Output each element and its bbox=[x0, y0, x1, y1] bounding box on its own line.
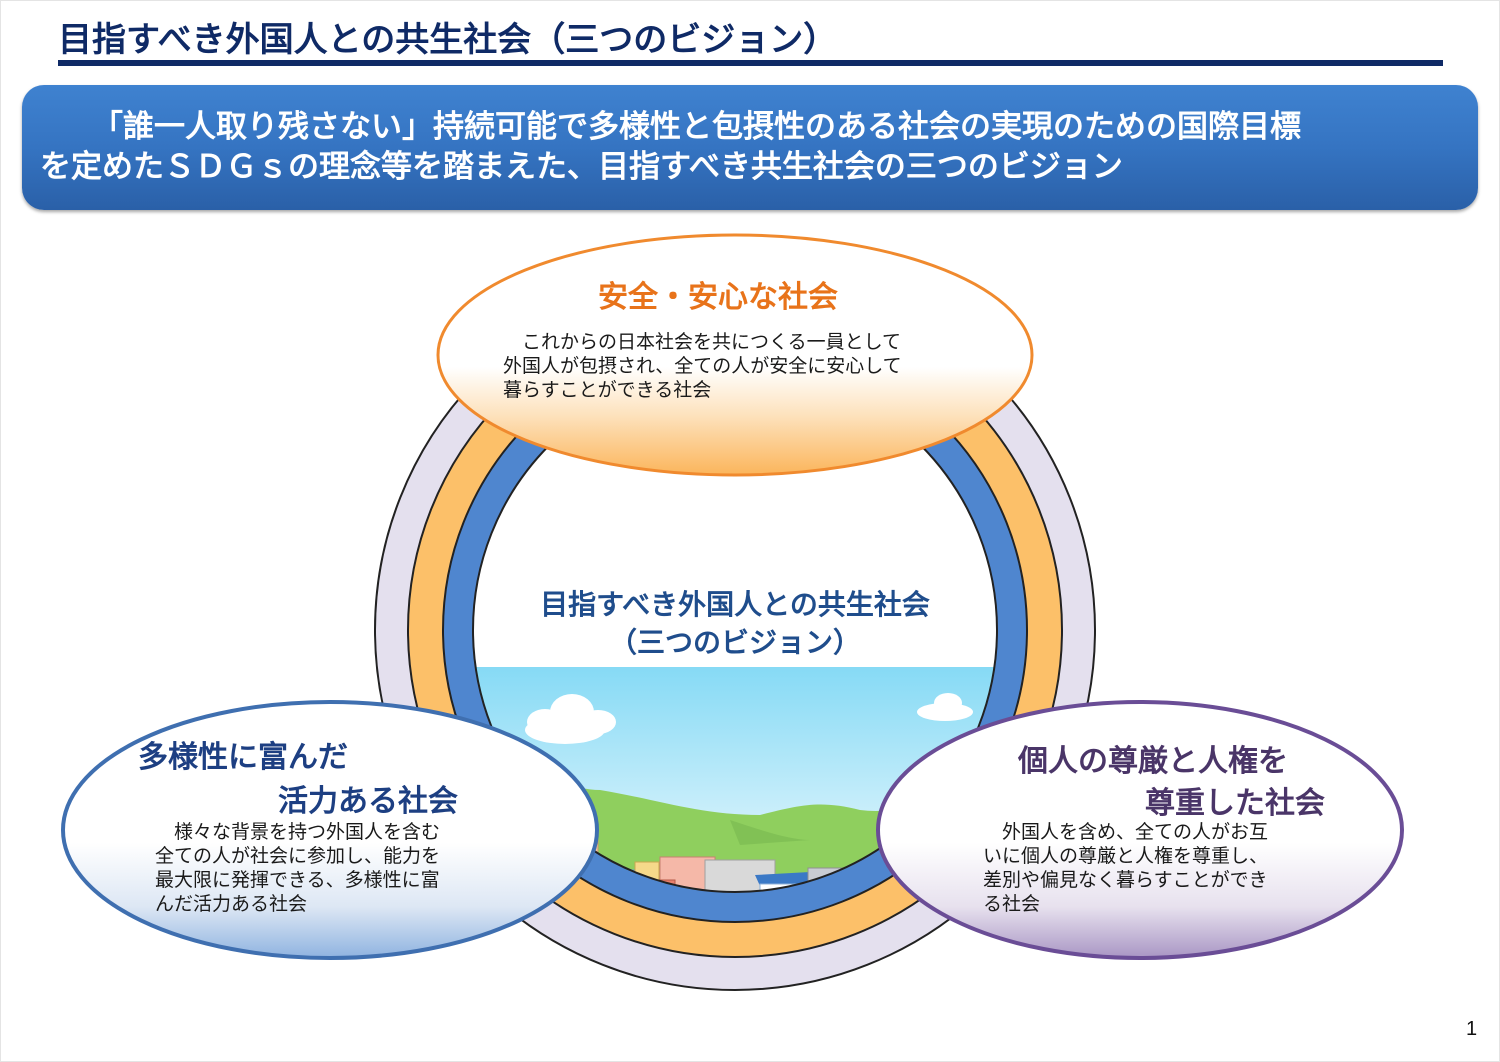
page-number: 1 bbox=[1466, 1018, 1478, 1040]
banner-line-1: 「誰一人取り残さない」持続可能で多様性と包摂性のある社会の実現のための国際目標 bbox=[92, 109, 1301, 145]
banner-text: 「誰一人取り残さない」持続可能で多様性と包摂性のある社会の実現のための国際目標 … bbox=[40, 107, 1460, 187]
vision-dignity-body-line: 外国人を含め、全ての人がお互 bbox=[983, 821, 1269, 843]
vision-diverse-body-line: んだ活力ある社会 bbox=[155, 893, 308, 915]
vision-diverse-body: 様々な背景を持つ外国人を含む 全ての人が社会に参加し、能力を 最大限に発揮できる… bbox=[155, 820, 440, 916]
page-title: 目指すべき外国人との共生社会（三つのビジョン） bbox=[58, 20, 838, 60]
vision-dignity-body-line: いに個人の尊厳と人権を尊重し、 bbox=[983, 845, 1269, 867]
vision-diverse-body-line: 最大限に発揮できる、多様性に富 bbox=[155, 869, 440, 891]
sdgs-banner: 「誰一人取り残さない」持続可能で多様性と包摂性のある社会の実現のための国際目標 … bbox=[22, 85, 1478, 210]
title-underline bbox=[58, 60, 1443, 66]
vision-diverse-body-line: 全ての人が社会に参加し、能力を bbox=[155, 845, 441, 867]
vision-dignity-body: 外国人を含め、全ての人がお互 いに個人の尊厳と人権を尊重し、 差別や偏見なく暮ら… bbox=[983, 820, 1268, 916]
vision-dignity-body-line: 差別や偏見なく暮らすことができ bbox=[983, 869, 1268, 891]
vision-dignity-body-line: る社会 bbox=[983, 893, 1041, 915]
center-title-line-1: 目指すべき外国人との共生社会 bbox=[540, 588, 930, 621]
vision-safe-heading: 安全・安心な社会 bbox=[598, 280, 838, 315]
vision-safe-body-line: これからの日本社会を共につくる一員として bbox=[503, 331, 902, 353]
mountain-range bbox=[473, 740, 997, 892]
vision-diverse-heading-1: 多様性に富んだ bbox=[138, 740, 348, 775]
banner-line-2: を定めたＳＤＧｓの理念等を踏まえた、目指すべき共生社会の三つのビジョン bbox=[40, 149, 1123, 185]
vision-ellipse-safe bbox=[436, 233, 1034, 477]
vision-dignity-heading-2: 尊重した社会 bbox=[1145, 786, 1325, 821]
vision-safe-body-line: 外国人が包摂され、全ての人が安全に安心して bbox=[503, 355, 902, 377]
vision-ellipse-diverse bbox=[61, 700, 599, 960]
cloud-icon bbox=[525, 693, 973, 744]
center-title-line-2: （三つのビジョン） bbox=[608, 626, 861, 659]
vision-dignity-heading-1: 個人の尊厳と人権を bbox=[1018, 744, 1288, 779]
vision-safe-body: これからの日本社会を共につくる一員として 外国人が包摂され、全ての人が安全に安心… bbox=[503, 330, 902, 402]
vision-diverse-heading-2: 活力ある社会 bbox=[278, 784, 458, 819]
center-title: 目指すべき外国人との共生社会 （三つのビジョン） bbox=[480, 586, 990, 662]
vision-ellipse-dignity bbox=[876, 700, 1404, 960]
vision-safe-body-line: 暮らすことができる社会 bbox=[503, 379, 712, 401]
vision-diverse-body-line: 様々な背景を持つ外国人を含む bbox=[155, 821, 441, 843]
